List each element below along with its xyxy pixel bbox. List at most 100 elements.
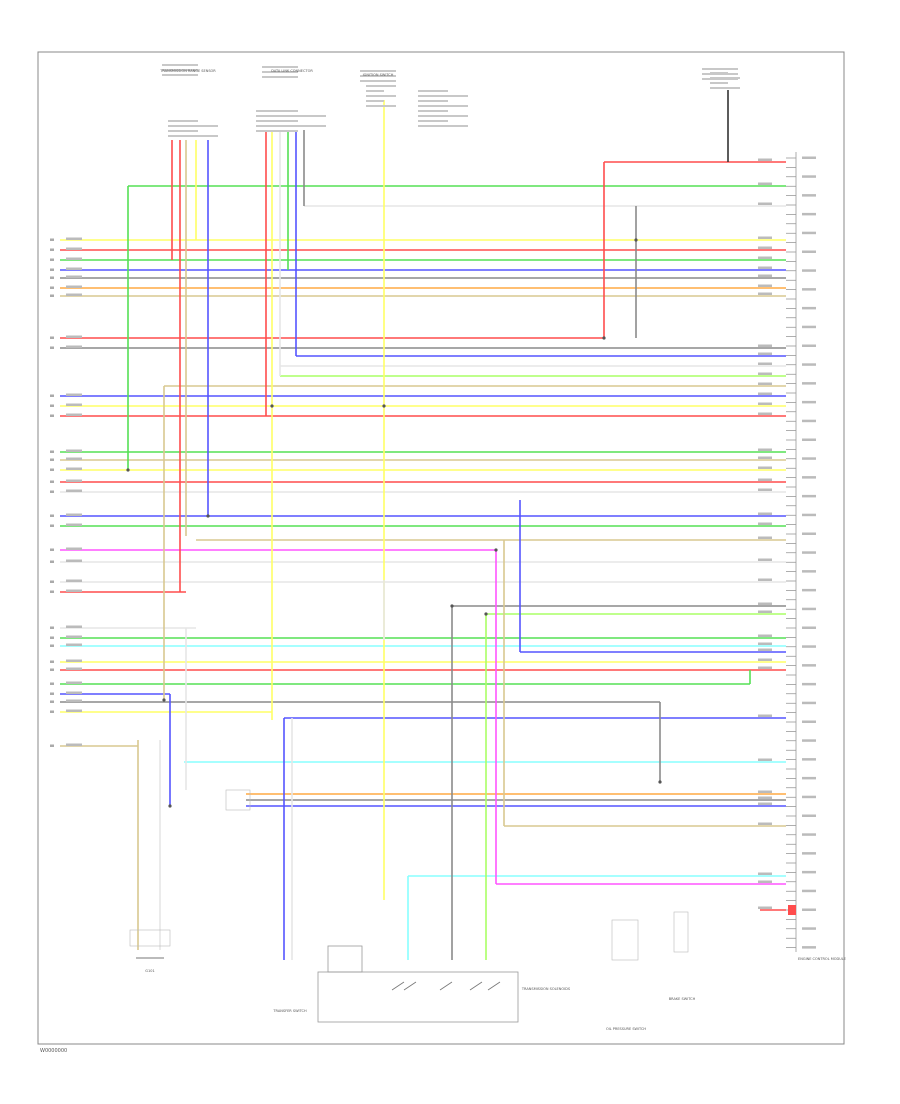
wire-color-code-mark xyxy=(66,335,82,338)
wire-color-code-mark xyxy=(66,467,82,470)
header-text-mark xyxy=(418,105,468,107)
wire-color-code-mark xyxy=(758,906,772,909)
ecm-pin-name-mark xyxy=(802,250,816,253)
header-text-mark xyxy=(366,90,384,92)
wire-color-code-mark xyxy=(758,634,772,637)
switch-contacts xyxy=(391,981,501,991)
wire-color-code-mark xyxy=(66,709,82,712)
wire-color-code-mark xyxy=(758,558,772,561)
bottom-components xyxy=(129,789,796,1023)
wire-color-code-mark xyxy=(758,714,772,717)
pin-number-mark xyxy=(50,682,54,685)
wire-color-code-mark xyxy=(66,393,82,396)
header-title-mark xyxy=(162,74,198,76)
ecm-pin-name-mark xyxy=(802,682,816,686)
pin-number-mark xyxy=(50,580,54,583)
wire-color-code-mark xyxy=(758,352,772,355)
splice-dot xyxy=(450,604,454,608)
splice-dot xyxy=(602,336,606,340)
ecm-pin-name-mark xyxy=(802,645,816,648)
ecm-pin-name-mark xyxy=(802,457,816,460)
wire-color-code-mark xyxy=(758,666,772,669)
trans-solenoids-label: TRANSMISSION SOLENOIDS xyxy=(521,987,571,991)
wire-color-code-mark xyxy=(758,284,772,287)
splice-dot xyxy=(126,468,130,472)
wire-color-code-mark xyxy=(758,880,772,883)
header-text-mark xyxy=(418,100,448,102)
wire-color-code-mark xyxy=(66,699,82,702)
wire-color-code-mark xyxy=(66,257,82,260)
ecm-pin-name-mark xyxy=(802,400,816,404)
transfer-switch-box xyxy=(317,971,519,1023)
ecm-pin-name-mark xyxy=(802,776,816,780)
ecm-pin-name-mark xyxy=(802,175,816,178)
pin-number-mark xyxy=(50,268,54,271)
wire-color-code-mark xyxy=(758,602,772,605)
wire-color-code-mark xyxy=(66,267,82,270)
wire-color-code-mark xyxy=(758,648,772,651)
engine-control-module-label: ENGINE CONTROL MODULE xyxy=(798,957,846,961)
splice-dot xyxy=(270,404,274,408)
ecm-pin-name-mark xyxy=(802,607,816,611)
splice-dots xyxy=(126,238,662,808)
header-title-mark xyxy=(702,78,738,80)
ecm-pin-name-mark xyxy=(802,739,816,742)
brake-switch-connector xyxy=(673,911,689,953)
header-text-mark xyxy=(168,135,218,137)
ecm-pin-name-mark xyxy=(802,156,816,159)
header-title-mark xyxy=(360,70,396,72)
wire-color-code-mark xyxy=(66,285,82,288)
oil-pressure-switch-connector xyxy=(611,919,639,961)
pin-number-mark xyxy=(50,468,54,471)
wire-color-code-mark xyxy=(758,536,772,539)
splice-dot xyxy=(168,804,172,808)
wire-color-code-mark xyxy=(66,643,82,646)
splice-dot xyxy=(162,698,166,702)
connector-headers xyxy=(162,64,740,137)
header-text-mark xyxy=(418,90,448,92)
wire-color-code-mark xyxy=(66,743,82,746)
ecm-pin-name-mark xyxy=(802,363,816,366)
ecm-pin-name-mark xyxy=(802,288,816,291)
diagram-frame xyxy=(37,51,845,1045)
pin-number-mark xyxy=(50,490,54,493)
ecm-pin-name-mark xyxy=(802,664,816,667)
ecm-pin-name-mark xyxy=(802,946,816,949)
red-pin-marker xyxy=(788,905,796,915)
pin-number-mark xyxy=(50,346,54,349)
pin-number-mark xyxy=(50,744,54,747)
header-text-mark xyxy=(256,125,326,127)
brake-switch-label: BRAKE SWITCH xyxy=(669,997,696,1001)
wire-color-code-mark xyxy=(66,681,82,684)
pin-number-mark xyxy=(50,458,54,461)
pin-number-mark xyxy=(50,404,54,407)
wire-color-code-mark xyxy=(758,758,772,761)
ecm-pin-name-mark xyxy=(802,231,816,235)
pin-number-mark xyxy=(50,524,54,527)
wire-color-code-mark xyxy=(66,275,82,278)
header-title-mark xyxy=(360,75,396,77)
wire-color-code-mark xyxy=(66,589,82,592)
ground-label: G101 xyxy=(145,969,154,973)
ecm-pin-name-mark xyxy=(802,532,816,535)
pin-number-mark xyxy=(50,660,54,663)
wire-color-code-mark xyxy=(758,274,772,277)
header-text-mark xyxy=(366,85,396,87)
pin-number-mark xyxy=(50,414,54,417)
header-title-mark xyxy=(702,73,738,75)
pin-number-mark xyxy=(50,258,54,261)
header-text-mark xyxy=(168,120,198,122)
ecm-pin-name-mark xyxy=(802,438,816,441)
pin-number-mark xyxy=(50,700,54,703)
ecm-pin-name-mark xyxy=(802,306,816,310)
header-title-mark xyxy=(262,76,298,78)
ecm-pin-name-mark xyxy=(802,570,816,573)
data-link-connector-label: DATA LINK CONNECTOR xyxy=(271,69,313,73)
header-title-mark xyxy=(162,69,198,71)
wire-color-code-mark xyxy=(66,559,82,562)
wire-color-code-mark xyxy=(758,488,772,491)
wire-color-code-mark xyxy=(66,691,82,694)
ecm-pin-name-mark xyxy=(802,908,816,911)
ecm-pin-name-mark xyxy=(802,626,816,629)
wire-color-code-mark xyxy=(758,456,772,459)
